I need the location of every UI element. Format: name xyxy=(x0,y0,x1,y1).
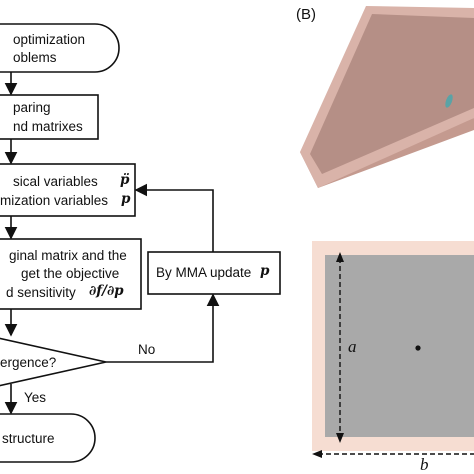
variables-box xyxy=(0,163,136,217)
start-line2: oblems xyxy=(13,50,57,65)
iso-plate-inner xyxy=(310,14,474,174)
evaluate-line2: get the objective xyxy=(21,266,120,281)
update-box xyxy=(147,251,281,295)
evaluate-line1: ginal matrix and the xyxy=(9,248,127,263)
decision-diamond xyxy=(0,337,107,387)
dim-b-arrow-left xyxy=(312,450,322,458)
decision-text: ergence? xyxy=(0,355,57,370)
end-terminal xyxy=(0,413,96,463)
dim-a-arrow-top xyxy=(336,252,344,262)
yes-label: Yes xyxy=(24,390,47,405)
evaluate-box xyxy=(0,238,142,310)
evaluate-sym: ∂f/∂p xyxy=(89,283,124,299)
iso-point xyxy=(445,94,453,108)
panel-b-label: (B) xyxy=(296,6,316,23)
variables-sym1: p̈ xyxy=(120,172,130,188)
variables-sym2: p xyxy=(121,191,131,207)
dim-b-label: b xyxy=(420,455,429,474)
prepare-line1: paring xyxy=(13,100,51,115)
start-line1: optimization xyxy=(13,32,86,47)
arrow-update-to-variables xyxy=(134,183,214,252)
dim-a-label: a xyxy=(348,337,357,356)
no-label: No xyxy=(138,342,156,357)
variables-line2: mization variables xyxy=(0,193,109,208)
start-terminal xyxy=(0,23,120,73)
dim-a-arrow-bottom xyxy=(336,433,344,443)
prepare-line2: nd matrixes xyxy=(13,119,83,134)
evaluate-line3: d sensitivity xyxy=(6,285,76,300)
update-text: By MMA update xyxy=(156,265,252,280)
center-point xyxy=(415,345,421,351)
prepare-box xyxy=(0,94,99,140)
variables-line1: sical variables xyxy=(13,174,98,189)
plate-body xyxy=(325,255,474,437)
update-sym: p xyxy=(260,263,270,279)
end-text: structure xyxy=(2,431,55,446)
arrow-no-to-update xyxy=(106,293,220,363)
